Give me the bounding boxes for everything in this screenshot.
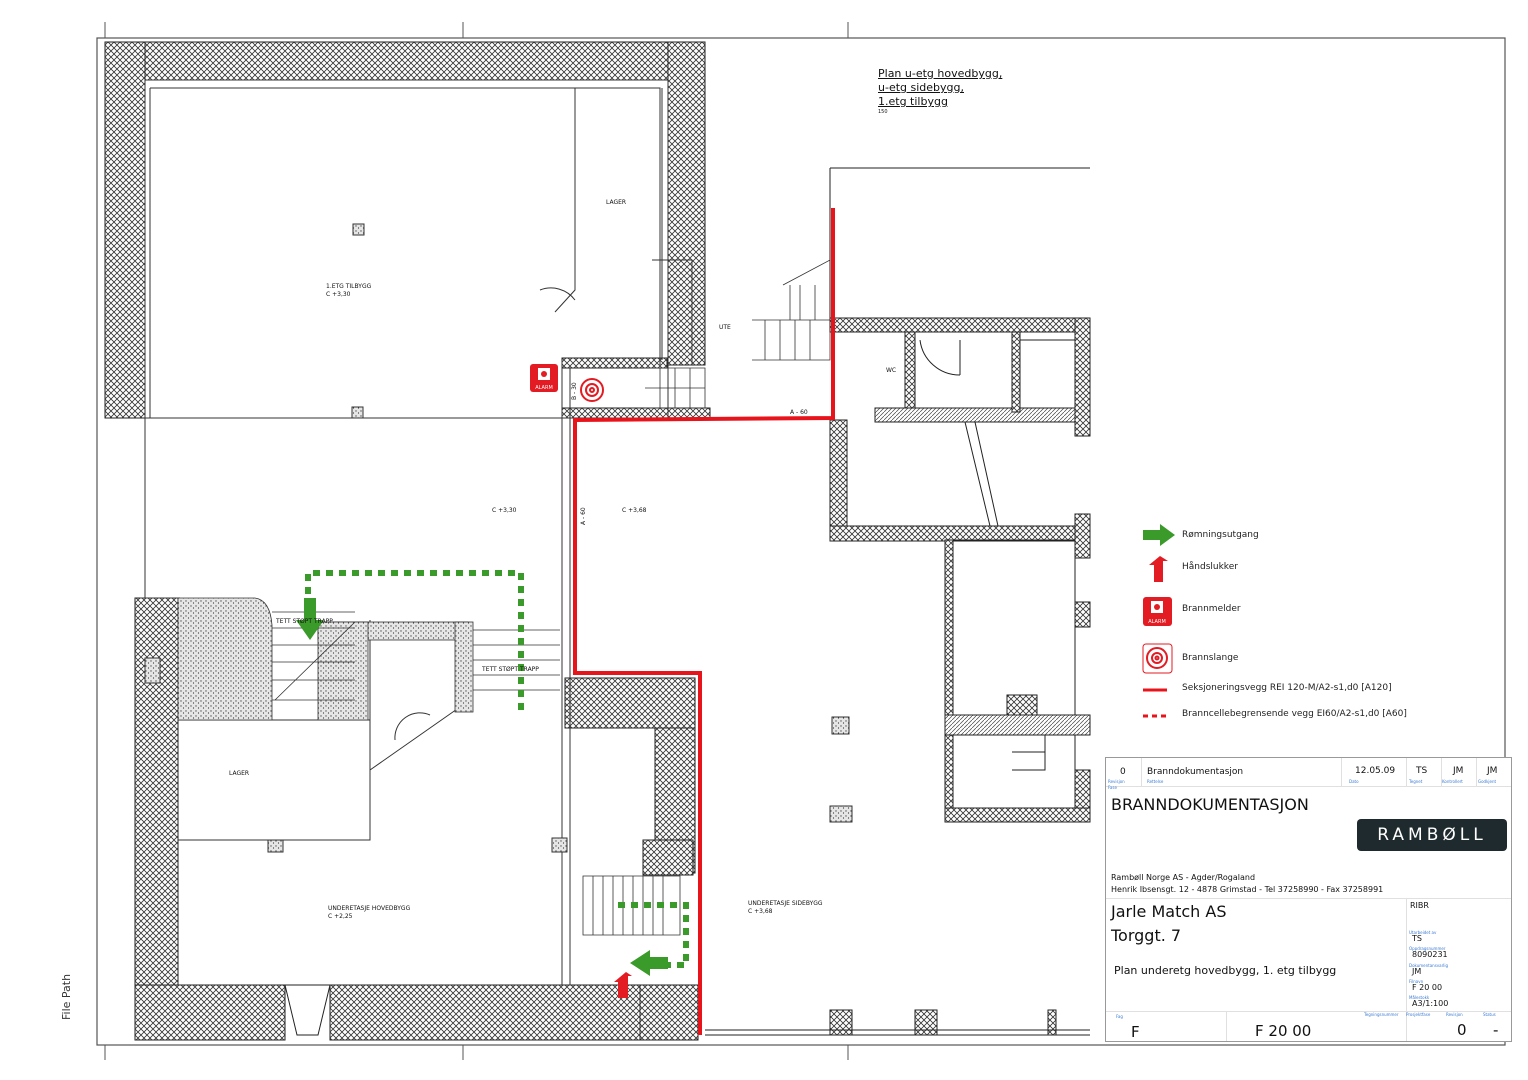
revision-date: 12.05.09	[1355, 766, 1396, 776]
revision-drawn: TS	[1416, 766, 1428, 776]
room-label-sidebygg: UNDERETASJE SIDEBYGG	[748, 900, 823, 907]
prepared-by: TS	[1412, 934, 1422, 943]
main-building-walls	[104, 41, 711, 1041]
caption: Rettelse	[1147, 779, 1164, 784]
discipline: F	[1131, 1023, 1140, 1041]
drawing-number: F 20 00	[1255, 1022, 1312, 1040]
sheet-frame	[96, 22, 1506, 1060]
drawing-title-line: 1.etg tilbygg	[878, 95, 948, 108]
legend-icons: ALARM	[1142, 524, 1175, 718]
document-heading: BRANNDOKUMENTASJON	[1111, 795, 1309, 814]
room-label-tilbygg: 1.ETG TILBYGG	[326, 283, 372, 290]
escape-arrow-icon	[630, 950, 668, 976]
main-building-inner-lines	[140, 79, 693, 985]
caption: Status	[1483, 1012, 1496, 1017]
scale: A3/1:100	[1412, 999, 1449, 1008]
svg-text:ALARM: ALARM	[1148, 619, 1166, 625]
company-name: Rambøll Norge AS - Agder/Rogaland	[1111, 873, 1256, 882]
room-level-hovedbygg: C +2,25	[328, 913, 353, 920]
drawing-scale: 150	[878, 109, 888, 115]
fire-hose-icon	[580, 378, 604, 402]
fire-rating-label: A - 60	[580, 507, 587, 525]
room-label-lager: LAGER	[229, 770, 249, 777]
caption: Dato	[1349, 779, 1359, 784]
room-level-sidebygg: C +3,68	[748, 908, 773, 915]
drawing-title: Plan u-etg hovedbygg, u-etg sidebygg, 1.…	[878, 67, 1002, 116]
plan-name: Plan underetg hovedbygg, 1. etg tilbygg	[1114, 964, 1337, 977]
columns	[144, 223, 853, 853]
site-address: Torggt. 7	[1111, 926, 1182, 945]
revision: 0	[1457, 1021, 1467, 1039]
fire-hose-icon	[1142, 643, 1173, 674]
fire-extinguisher-icon	[614, 972, 632, 998]
caption: Fag	[1116, 1014, 1123, 1019]
stairs	[177, 259, 831, 936]
fire-section-wall	[573, 208, 835, 1035]
revision-description: Branndokumentasjon	[1147, 767, 1244, 777]
legend-label: Håndslukker	[1182, 562, 1238, 572]
caption: Revisjon	[1108, 779, 1125, 784]
title-block: 0 Branndokumentasjon 12.05.09 TS JM JM R…	[1105, 757, 1512, 1042]
legend-label: Branncellebegrensende vegg EI60/A2-s1,d0…	[1182, 709, 1407, 719]
legend-label: Brannmelder	[1182, 604, 1241, 614]
caption: Oppdragsnummer	[1409, 946, 1446, 951]
assignment-number: 8090231	[1412, 950, 1448, 959]
legend-label: Rømningsutgang	[1182, 530, 1259, 540]
fire-alarm-icon: ALARM	[530, 364, 558, 392]
caption: Dokumentansvarlig	[1409, 963, 1449, 968]
caption: Revisjon	[1446, 1012, 1463, 1017]
caption: Tegnet	[1409, 779, 1423, 784]
stair-label: TETT STØPT TRAPP	[275, 618, 333, 625]
ramboll-logo: RAMBØLL	[1357, 819, 1507, 851]
fire-cell-walls	[305, 570, 689, 968]
room-label-wc: WC	[886, 367, 896, 374]
discipline-code: RIBR	[1410, 901, 1429, 910]
caption: Kontrollert	[1442, 779, 1463, 784]
escape-arrow-icon	[1143, 524, 1175, 546]
caption: Målestokk	[1409, 995, 1430, 1000]
caption: Godkjent	[1478, 779, 1497, 784]
company-address: Henrik Ibsensgt. 12 - 4878 Grimstad - Te…	[1111, 885, 1384, 894]
escape-arrow-icon	[296, 598, 324, 640]
revision-number: 0	[1120, 767, 1126, 777]
room-level-tilbygg: C +3,30	[326, 291, 351, 298]
revision-approved: JM	[1487, 766, 1498, 776]
room-level: C +3,30	[492, 507, 517, 514]
stair-label: TETT STØPT TRAPP	[481, 666, 539, 673]
side-building-walls	[705, 167, 1091, 1036]
file-path-label: File Path	[60, 973, 73, 1020]
fire-rating-label: B - 30	[571, 382, 578, 400]
legend-label: Seksjoneringsvegg REI 120-M/A2-s1,d0 [A1…	[1182, 683, 1392, 693]
fire-rating-label: A - 60	[790, 409, 808, 416]
revision-checked: JM	[1453, 766, 1464, 776]
file-name: F 20 00	[1412, 983, 1443, 992]
drawing-title-line: u-etg sidebygg,	[878, 81, 964, 94]
status: -	[1493, 1021, 1499, 1039]
caption: Prosjektfase	[1406, 1012, 1431, 1017]
caption: Filnavn	[1409, 979, 1424, 984]
room-level: C +3,68	[622, 507, 647, 514]
fire-alarm-icon: ALARM	[1143, 597, 1172, 626]
room-labels: LAGER 1.ETG TILBYGG C +3,30 C +3,30 C +3…	[229, 199, 896, 920]
legend-label: Brannslange	[1182, 653, 1239, 663]
fire-extinguisher-icon	[1149, 556, 1168, 582]
document-responsible: JM	[1412, 967, 1422, 976]
caption: Fase	[1108, 785, 1117, 790]
client-name: Jarle Match AS	[1111, 902, 1227, 921]
room-label-ute: UTE	[719, 324, 731, 331]
caption: Utarbeidet av	[1409, 930, 1437, 935]
caption: Tegningsnummer	[1364, 1012, 1399, 1017]
svg-text:ALARM: ALARM	[535, 385, 553, 391]
room-label-lager: LAGER	[606, 199, 626, 206]
drawing-title-line: Plan u-etg hovedbygg,	[878, 67, 1003, 80]
room-label-hovedbygg: UNDERETASJE HOVEDBYGG	[328, 905, 411, 912]
